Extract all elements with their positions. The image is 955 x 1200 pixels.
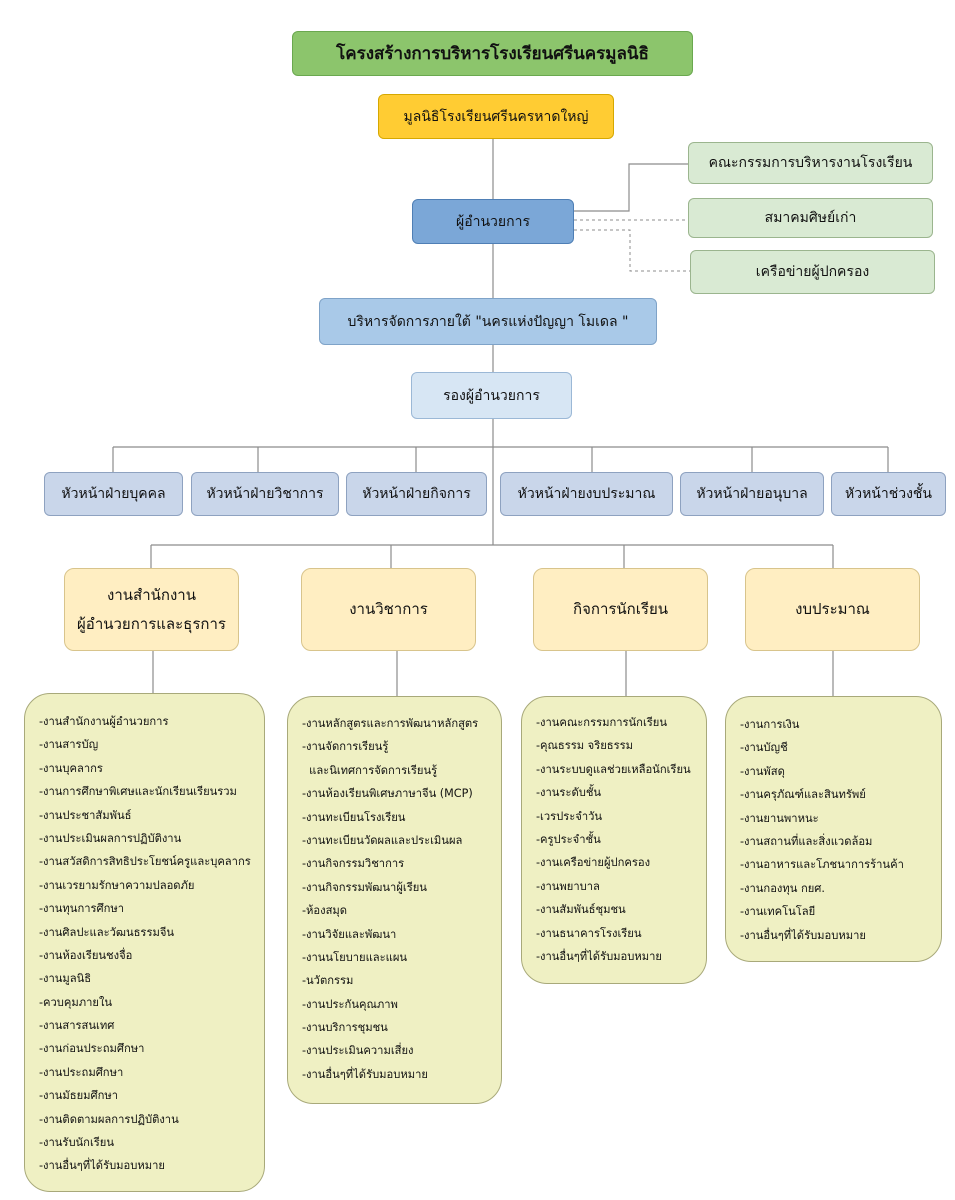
dept-office-title-line: งานสำนักงาน	[107, 586, 196, 604]
task-item: -งานการศึกษาพิเศษและนักเรียนเรียนรวม	[39, 785, 237, 799]
task-item: และนิเทศการจัดการเรียนรู้	[302, 763, 438, 777]
task-item: -งานธนาคารโรงเรียน	[536, 926, 642, 940]
connector-committee	[574, 163, 688, 212]
task-item: -งานอื่นๆที่ได้รับมอบหมาย	[536, 949, 662, 963]
task-item: -งานนโยบายและแผน	[302, 950, 408, 964]
task-item: -งานทะเบียนโรงเรียน	[302, 810, 406, 824]
task-item: -งานบุคลากร	[39, 761, 103, 775]
task-item: -งานระบบดูแลช่วยเหลือนักเรียน	[536, 762, 691, 776]
task-item: -งานวิจัยและพัฒนา	[302, 927, 397, 941]
dept-academic-box: งานวิชาการ	[301, 568, 476, 651]
head-affairs-box: หัวหน้าฝ่ายกิจการ	[346, 472, 487, 516]
task-item: -งานสวัสดิการสิทธิประโยชน์ครูและบุคลากร	[39, 855, 251, 869]
task-item: -งานการเงิน	[740, 718, 800, 731]
task-item: -งานหลักสูตรและการพัฒนาหลักสูตร	[302, 717, 479, 730]
head-personnel-box: หัวหน้าฝ่ายบุคคล	[44, 472, 183, 516]
task-item: -งานอื่นๆที่ได้รับมอบหมาย	[39, 1159, 165, 1173]
task-item: -งานเทคโนโลยี	[740, 905, 816, 919]
task-item: -งานบัญชี	[740, 741, 788, 755]
task-item: -งานมัธยมศึกษา	[39, 1089, 119, 1103]
task-item: -งานกิจกรรมพัฒนาผู้เรียน	[302, 880, 427, 894]
task-item: -งานสารสนเทศ	[39, 1019, 115, 1033]
task-item: -งานอาหารและโภชนาการร้านค้า	[740, 858, 904, 872]
dept-academic-title: งานวิชาการ	[349, 600, 428, 619]
dept-student-affairs-box: กิจการนักเรียน	[533, 568, 708, 651]
dept-student-affairs-title: กิจการนักเรียน	[573, 600, 668, 619]
task-item: -งานครุภัณฑ์และสินทรัพย์	[740, 788, 866, 802]
academic-task-list: -งานหลักสูตรและการพัฒนาหลักสูตร -งานจัดกา…	[287, 696, 502, 1104]
task-item: -งานยานพาหนะ	[740, 811, 819, 825]
task-item: -นวัตกรรม	[302, 974, 354, 988]
head-budget-box: หัวหน้าฝ่ายงบประมาณ	[500, 472, 673, 516]
connector-parents	[574, 229, 690, 272]
task-item: -งานประถมศึกษา	[39, 1065, 124, 1079]
task-item: -งานอื่นๆที่ได้รับมอบหมาย	[302, 1067, 428, 1081]
dept-budget-box: งบประมาณ	[745, 568, 920, 651]
head-level-box: หัวหน้าช่วงชั้น	[831, 472, 946, 516]
task-item: -เวรประจำวัน	[536, 809, 603, 823]
task-item: -งานก่อนประถมศึกษา	[39, 1042, 145, 1056]
task-item: -งานบริการชุมชน	[302, 1021, 388, 1035]
task-item: -งานประเมินความเสี่ยง	[302, 1044, 414, 1058]
student-affairs-task-list: -งานคณะกรรมการนักเรียน -คุณธรรม จริยธรรม -…	[521, 696, 707, 984]
task-item: -ควบคุมภายใน	[39, 995, 113, 1009]
task-item: -งานจัดการเรียนรู้	[302, 740, 389, 754]
task-item: -งานประชาสัมพันธ์	[39, 808, 132, 822]
task-item: -งานเวรยามรักษาความปลอดภัย	[39, 878, 195, 892]
task-item: -งานสถานที่และสิ่งแวดล้อม	[740, 834, 873, 848]
director-box: ผู้อำนวยการ	[412, 199, 574, 244]
task-item: -งานทุนการศึกษา	[39, 902, 125, 916]
office-task-list: -งานสำนักงานผู้อำนวยการ -งานสารบัญ -งานบุค…	[24, 693, 265, 1192]
deputy-director-box: รองผู้อำนวยการ	[411, 372, 572, 419]
task-item: -งานกิจกรรมวิชาการ	[302, 857, 405, 871]
task-item: -งานกองทุน กยศ.	[740, 881, 825, 895]
dept-budget-title: งบประมาณ	[795, 600, 870, 619]
parent-network-box: เครือข่ายผู้ปกครอง	[690, 250, 935, 294]
alumni-box: สมาคมศิษย์เก่า	[688, 198, 933, 238]
dept-office-box: งานสำนักงาน ผู้อำนวยการและธุรการ	[64, 568, 239, 651]
task-item: -งานมูลนิธิ	[39, 972, 92, 986]
dept-office-title-line: ผู้อำนวยการและธุรการ	[77, 614, 226, 633]
foundation-box: มูลนิธิโรงเรียนศรีนครหาดใหญ่	[378, 94, 614, 139]
chart-title: โครงสร้างการบริหารโรงเรียนศรีนครมูลนิธิ	[292, 31, 693, 76]
task-item: -งานเครือข่ายผู้ปกครอง	[536, 856, 651, 870]
task-item: -ครูประจำชั้น	[536, 832, 601, 846]
task-item: -งานระดับชั้น	[536, 786, 602, 800]
task-item: -ห้องสมุด	[302, 904, 348, 918]
management-model-box: บริหารจัดการภายใต้ "นครแห่งปัญญา โมเดล "	[319, 298, 657, 345]
task-item: -งานศิลปะและวัฒนธรรมจีน	[39, 925, 175, 939]
task-item: -งานติดตามผลการปฏิบัติงาน	[39, 1112, 179, 1126]
task-item: -งานอื่นๆที่ได้รับมอบหมาย	[740, 928, 866, 942]
task-item: -งานรับนักเรียน	[39, 1136, 114, 1150]
task-item: -งานสำนักงานผู้อำนวยการ	[39, 715, 169, 728]
head-kindergarten-box: หัวหน้าฝ่ายอนุบาล	[680, 472, 824, 516]
committee-box: คณะกรรมการบริหารงานโรงเรียน	[688, 142, 933, 184]
task-item: -งานประเมินผลการปฏิบัติงาน	[39, 831, 182, 845]
task-item: -คุณธรรม จริยธรรม	[536, 739, 634, 753]
task-item: -งานพยาบาล	[536, 879, 600, 893]
head-academic-box: หัวหน้าฝ่ายวิชาการ	[191, 472, 339, 516]
budget-task-list: -งานการเงิน -งานบัญชี -งานพัสดุ -งานครุภัณฑ…	[725, 696, 942, 962]
task-item: -งานคณะกรรมการนักเรียน	[536, 716, 667, 729]
task-item: -งานสารบัญ	[39, 738, 99, 752]
task-item: -งานพัสดุ	[740, 764, 785, 778]
task-item: -งานประกันคุณภาพ	[302, 997, 398, 1011]
task-item: -งานห้องเรียนชงจื่อ	[39, 948, 133, 962]
task-item: -งานห้องเรียนพิเศษภาษาจีน (MCP)	[302, 787, 473, 801]
task-item: -งานทะเบียนวัดผลและประเมินผล	[302, 833, 463, 847]
task-item: -งานสัมพันธ์ชุมชน	[536, 903, 626, 917]
